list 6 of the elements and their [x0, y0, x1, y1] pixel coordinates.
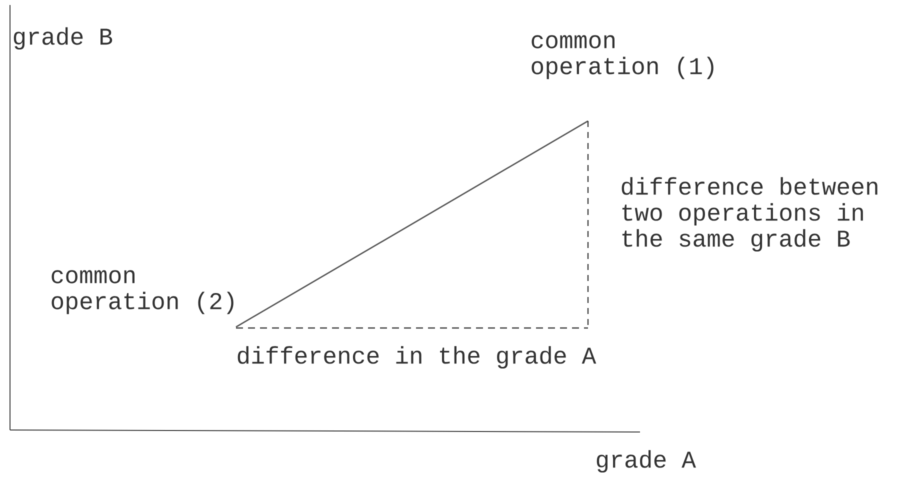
axis-label: grade B	[14, 27, 112, 50]
dimension-label: difference in the grade A	[238, 346, 596, 369]
point-label: common operation (1)	[532, 35, 714, 80]
dimension-label: difference between two operations in the same grade B	[622, 177, 878, 252]
point-label: common operation (2)	[52, 270, 234, 314]
axis-label: grade A	[596, 450, 696, 473]
